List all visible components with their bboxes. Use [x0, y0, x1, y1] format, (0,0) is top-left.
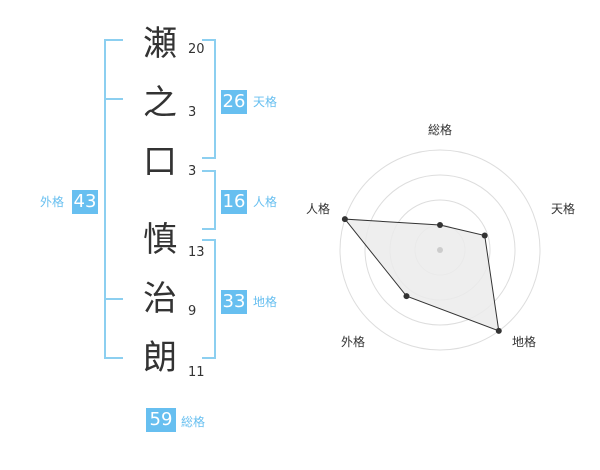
soukaku-badge: 59 [146, 408, 176, 432]
jinkaku-label: 人格 [253, 195, 278, 209]
chikaku-bracket-bottom [202, 357, 216, 359]
gaikaku-badge: 43 [72, 190, 98, 214]
tenkaku-bracket-bottom [202, 157, 216, 159]
chikaku-badge: 33 [221, 290, 247, 314]
jinkaku-bracket-vertical [214, 170, 216, 230]
stroke-count-6: 11 [188, 365, 205, 380]
gaikaku-bracket-tick-2 [104, 298, 123, 300]
radar-grid-ring [339, 149, 541, 351]
gaikaku-label: 外格 [40, 195, 65, 209]
tenkaku-bracket-top [202, 39, 216, 41]
radar-axis-label-gaikaku: 外格 [341, 334, 365, 349]
name-char-2: 之 [143, 83, 177, 123]
radar-axis-label-tenkaku: 天格 [551, 201, 575, 216]
tenkaku-badge: 26 [221, 90, 247, 114]
radar-points [341, 216, 502, 334]
radar-point [341, 216, 348, 223]
jinkaku-bracket-top [202, 170, 216, 172]
name-char-3: 口 [143, 142, 177, 182]
name-char-6: 朗 [143, 338, 177, 378]
gaikaku-bracket-tick-1 [104, 98, 123, 100]
radar-point [495, 327, 502, 334]
name-char-5: 治 [143, 279, 177, 319]
name-char-4: 慎 [143, 220, 177, 260]
radar-axis-label-jinkaku: 人格 [306, 201, 330, 216]
radar-center-dot [437, 247, 443, 253]
stroke-count-5: 9 [188, 304, 197, 319]
stroke-count-4: 13 [188, 245, 205, 260]
gaikaku-bracket-bottom [104, 357, 123, 359]
tenkaku-bracket-vertical [214, 39, 216, 159]
radar-grid-ring [364, 174, 516, 326]
soukaku-label: 総格 [181, 415, 206, 429]
stroke-count-1: 20 [188, 42, 205, 57]
chikaku-bracket-top [202, 239, 216, 241]
radar-point [403, 293, 410, 300]
stroke-count-2: 3 [188, 105, 197, 120]
stroke-count-3: 3 [188, 164, 197, 179]
gaikaku-bracket-vertical [104, 39, 106, 359]
name-char-1: 瀬 [143, 24, 177, 64]
chikaku-bracket-vertical [214, 239, 216, 359]
tenkaku-label: 天格 [253, 95, 278, 109]
radar-point [437, 222, 443, 228]
radar-axis-label-chikaku: 地格 [512, 334, 536, 349]
jinkaku-badge: 16 [221, 190, 247, 214]
chikaku-label: 地格 [253, 295, 278, 309]
radar-point [481, 232, 488, 239]
radar-axis-label-soukaku: 総格 [428, 122, 452, 137]
jinkaku-bracket-bottom [202, 228, 216, 230]
gaikaku-bracket-top [104, 39, 123, 41]
radar-value-shape [343, 218, 500, 332]
